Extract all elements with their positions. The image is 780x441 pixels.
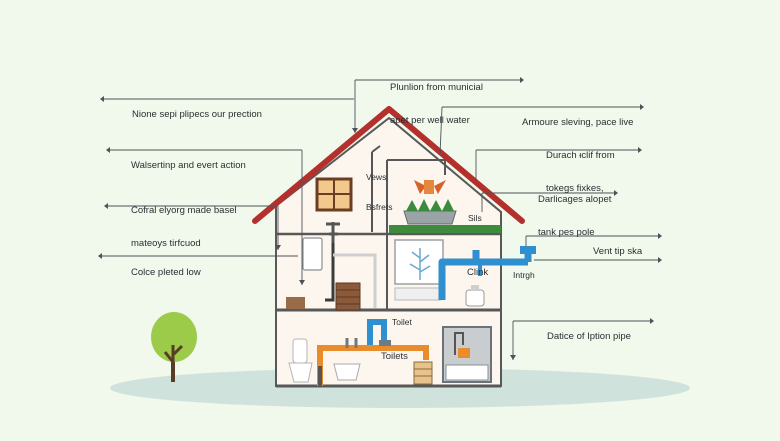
callout-vent: Vent tip ska — [593, 224, 642, 268]
callout-line: Plunlion from municial — [390, 82, 483, 93]
callout-line: Colce pleted low — [131, 267, 201, 278]
sink-icon — [465, 285, 485, 307]
inner-label-line: Bsfrets — [366, 202, 393, 212]
callout-walsertnp: Walsertinp and evert action — [131, 138, 246, 182]
bathtub-icon — [442, 326, 492, 383]
callout-armoure: Armoure sleving, pace live — [522, 95, 633, 139]
callout-line: Durach ᵻclif from — [546, 150, 615, 161]
water-pipe-ground — [367, 319, 387, 345]
callout-colce: Colce pleted low — [131, 245, 201, 289]
green-shelf — [389, 225, 501, 233]
callout-darlicages: Darlicages alopet tank pes pole — [538, 172, 611, 249]
tree-icon — [151, 312, 197, 382]
storage-box — [286, 297, 305, 309]
attic-vent-pipe — [371, 145, 381, 232]
callout-line: tank pes pole — [538, 227, 595, 238]
window-icon — [315, 177, 353, 212]
callout-plumbing-source: Plunlion from municial apet per well wat… — [390, 60, 483, 137]
callout-line: Armoure sleving, pace live — [522, 117, 634, 128]
callout-line: Vent tip ska — [593, 246, 643, 257]
kitchen-window — [394, 239, 444, 285]
inner-label-clink: Clink — [467, 267, 489, 278]
ground-ellipse — [110, 368, 690, 408]
inner-label-sils: Sils — [468, 213, 482, 223]
callout-line: tokegs fixkes, — [546, 183, 604, 194]
leader-lines — [102, 79, 658, 360]
callout-cofral: Cofral elyorg made basel mateoys tirfcuo… — [131, 183, 237, 260]
callout-durach: Durach ᵻclif from tokegs fixkes, — [546, 128, 615, 205]
toilet-icon — [288, 338, 313, 383]
callout-line: Darlicages alopet — [538, 194, 612, 205]
planter-icon — [403, 180, 457, 225]
inner-label-toilet: Toilet — [392, 317, 412, 327]
washing-unit — [413, 361, 433, 385]
water-heater-icon — [302, 222, 377, 308]
roof — [252, 106, 525, 224]
callout-line: mateoys tirfcuod — [131, 238, 201, 249]
kitchen-counter — [394, 287, 442, 301]
inner-label-line: Vews — [366, 172, 387, 182]
inner-label-toilets: Toilets — [381, 351, 408, 362]
inner-label-intrgh: Intrgh — [513, 270, 535, 280]
inner-label-vews: Vews Bsfrets — [366, 152, 392, 222]
callout-line: Walsertinp and evert action — [131, 160, 246, 171]
callout-line: Nione sepi plipecs our prection — [132, 109, 262, 120]
callout-line: Cofral elyorg made basel — [131, 205, 237, 216]
callout-none-sepi: Nione sepi plipecs our prection — [132, 87, 262, 131]
pipe-valve — [520, 246, 536, 254]
leader-arrowheads — [98, 77, 662, 360]
ground-sink — [333, 363, 361, 381]
callout-line: Datice of Iption pipe — [547, 331, 631, 342]
callout-datice: Datice of Iption pipe — [547, 309, 631, 353]
callout-line: apet per well water — [390, 115, 470, 126]
